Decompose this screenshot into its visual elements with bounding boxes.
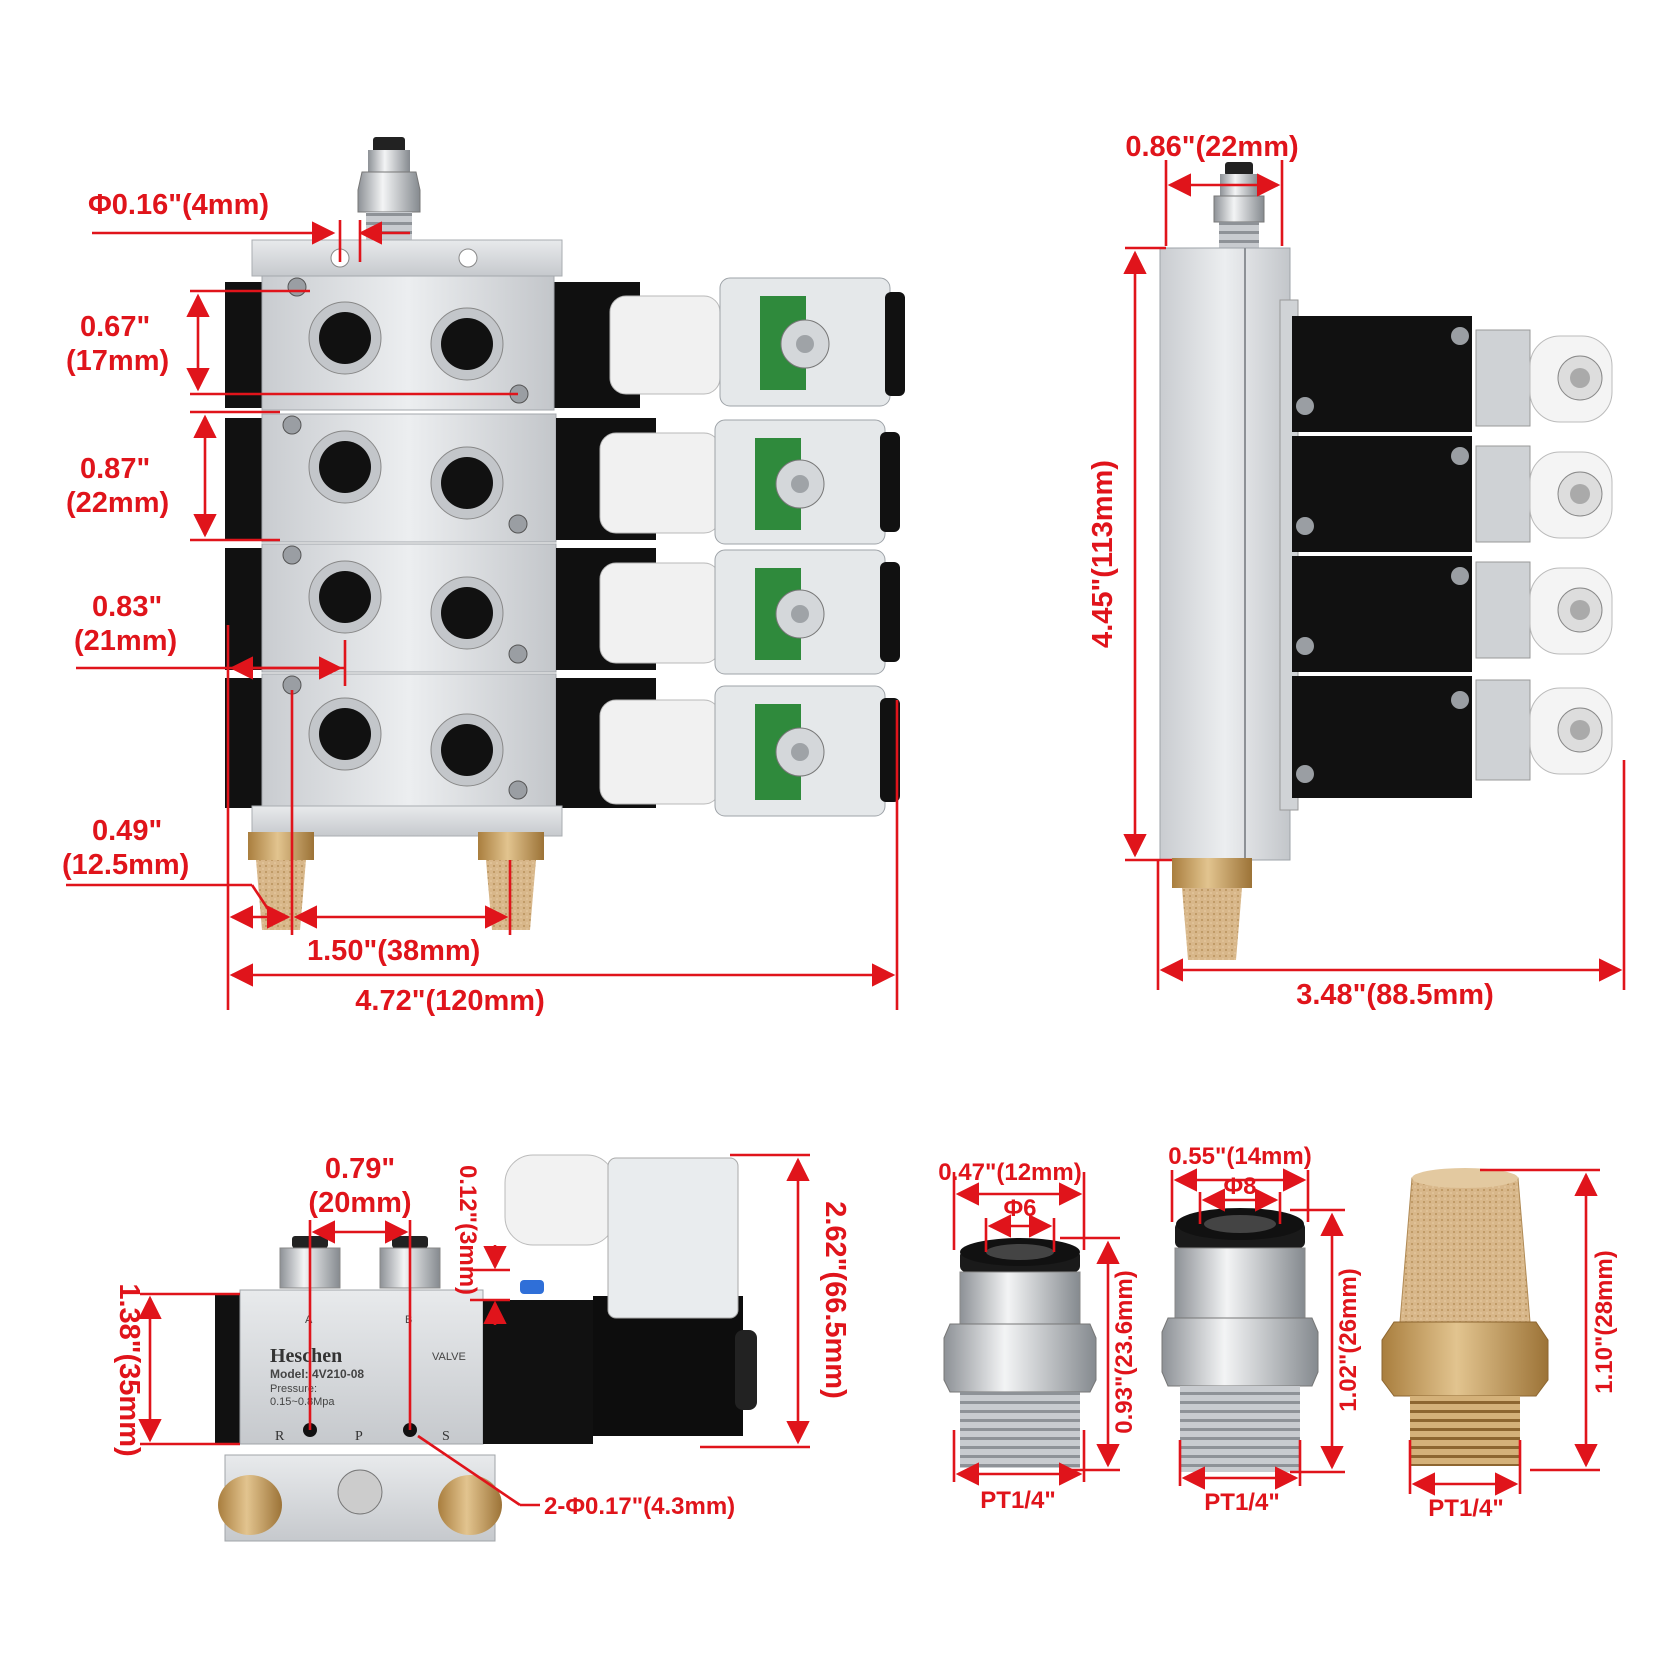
valve-body	[239, 1289, 484, 1445]
side-manifold	[1159, 247, 1291, 861]
side-coils	[1292, 316, 1472, 798]
valve-total-height-label: 2.62"(66.5mm)	[819, 1201, 851, 1399]
port-p-label: P	[355, 1429, 363, 1444]
fitting6-height-label: 0.93"(23.6mm)	[1111, 1270, 1138, 1433]
side-dimensions	[1123, 160, 1626, 990]
side-fitting-width-label: 0.86"(22mm)	[1125, 131, 1298, 163]
muffler-height-label: 1.10"(28mm)	[1591, 1250, 1618, 1393]
valve-module-3	[225, 543, 900, 675]
front-view: Φ0.16"(4mm) 0.67" (17mm) 0.87" (22mm) 0.…	[62, 137, 905, 1017]
valve-module-2	[225, 413, 900, 545]
fitting8-thread-label: PT1/4"	[1204, 1489, 1279, 1516]
fitting8-height-label: 1.02"(26mm)	[1335, 1268, 1362, 1411]
port-spacing-mm-label: (17mm)	[66, 345, 169, 377]
manual-override-button	[520, 1280, 544, 1294]
manifold-bottom-plate	[251, 805, 563, 837]
mount-holes-label: 2-Φ0.17"(4.3mm)	[544, 1493, 735, 1520]
valve-fittings	[279, 1236, 441, 1289]
valve-dimensions	[138, 1153, 810, 1507]
fitting8-tube-label: Φ8	[1223, 1173, 1256, 1200]
model-label: Model: 4V210-08	[270, 1367, 364, 1381]
port-b-label: B	[405, 1314, 412, 1326]
pressure-range-label: 0.15~0.8Mpa	[270, 1396, 335, 1408]
fitting6-outer-label: 0.47"(12mm)	[938, 1159, 1081, 1186]
module-pitch-mm-label: (22mm)	[66, 487, 169, 519]
fitting8-outer-label: 0.55"(14mm)	[1168, 1143, 1311, 1170]
side-view: 0.86"(22mm) 4.45"(113mm) 3.48"(88.5mm)	[1087, 131, 1626, 1011]
valve-port-pitch-in-label: 0.79"	[325, 1153, 395, 1185]
brand-label: Heschen	[270, 1345, 342, 1367]
side-connectors	[1475, 329, 1613, 781]
side-muffler	[1172, 858, 1252, 960]
manifold-top-plate	[251, 239, 563, 277]
muffler-thread-label: PT1/4"	[1428, 1495, 1503, 1522]
fitting6-tube-label: Φ6	[1003, 1195, 1036, 1222]
fitting6-thread-label: PT1/4"	[980, 1487, 1055, 1514]
muffler-offset-in-label: 0.49"	[92, 815, 162, 847]
side-depth-label: 3.48"(88.5mm)	[1296, 979, 1494, 1011]
front-dimensions	[66, 220, 899, 1010]
fitting-diameter-label: Φ0.16"(4mm)	[88, 189, 269, 221]
fitting-6mm: 0.47"(12mm) Φ6 0.93"(23.6mm) PT1/4"	[938, 1159, 1138, 1514]
side-height-label: 4.45"(113mm)	[1087, 460, 1119, 648]
valve-module-4	[225, 673, 900, 817]
valve-plug-cap	[504, 1154, 616, 1246]
total-width-label: 4.72"(120mm)	[355, 985, 544, 1017]
muffler-offset-mm-label: (12.5mm)	[62, 849, 189, 881]
muffler-spacing-label: 1.50"(38mm)	[307, 935, 480, 967]
port-spacing-in-label: 0.67"	[80, 311, 150, 343]
screw-offset-mm-label: (21mm)	[74, 625, 177, 657]
valve-word-label: VALVE	[432, 1351, 466, 1363]
top-fitting	[357, 137, 421, 242]
valve-view: Heschen VALVE Model: 4V210-08 Pressure: …	[113, 1153, 851, 1542]
muffler-detail: 1.10"(28mm) PT1/4"	[1381, 1168, 1618, 1522]
port-r-label: R	[275, 1429, 285, 1444]
module-pitch-in-label: 0.87"	[80, 453, 150, 485]
side-top-fitting	[1213, 162, 1265, 248]
fitting-8mm: 0.55"(14mm) Φ8 1.02"(26mm) PT1/4"	[1161, 1143, 1362, 1516]
valve-plug-housing	[607, 1157, 739, 1319]
port-s-label: S	[442, 1429, 450, 1444]
valve-gap-label: 0.12"(3mm)	[454, 1165, 481, 1295]
muffler-left	[248, 832, 314, 930]
valve-port-pitch-mm-label: (20mm)	[308, 1187, 411, 1219]
pressure-label: Pressure:	[270, 1383, 317, 1395]
valve-body-height-label: 1.38"(35mm)	[113, 1283, 145, 1456]
valve-module-1	[225, 275, 905, 411]
screw-offset-in-label: 0.83"	[92, 591, 162, 623]
valve-base	[218, 1454, 502, 1542]
valve-solenoid	[483, 1300, 593, 1444]
